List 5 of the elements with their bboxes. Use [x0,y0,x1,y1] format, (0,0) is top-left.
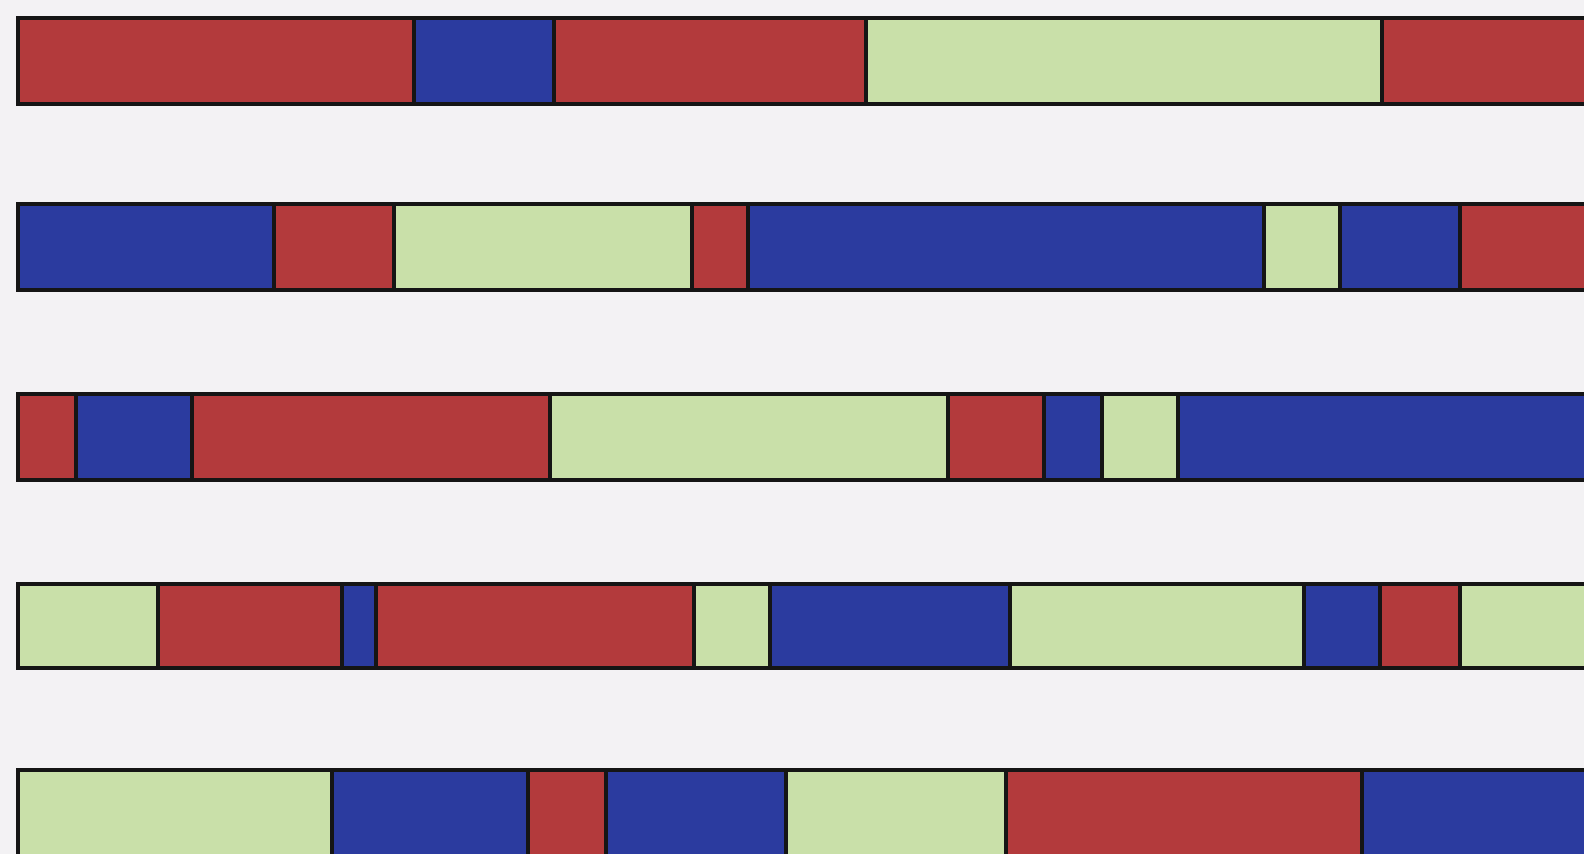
segmented-bar [16,202,1584,292]
segmented-bar [16,768,1584,854]
segmented-bar [16,582,1584,670]
segmented-bar [16,16,1584,106]
segmented-bar [16,392,1584,482]
